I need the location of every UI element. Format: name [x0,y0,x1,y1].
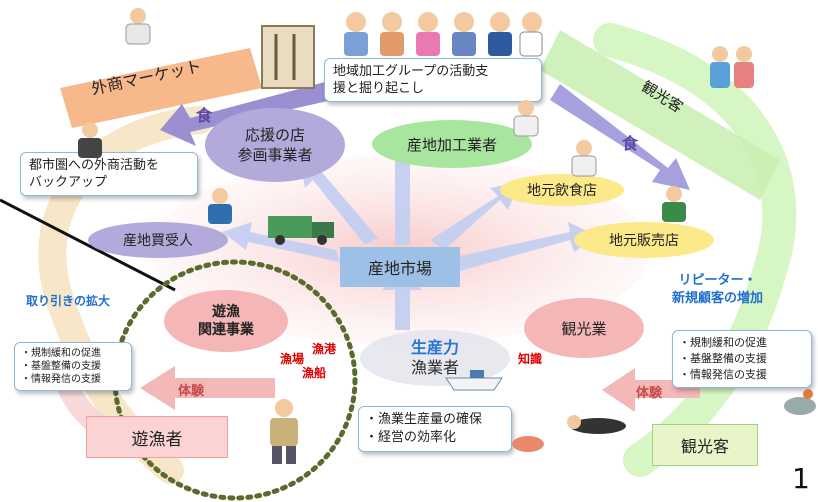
bullet-item: ・経営の効率化 [365,430,457,445]
right-support-list: ・規制緩和の促進 ・基盤整備の支援 ・情報発信の支援 [672,330,812,388]
node-line-1: 遊漁 [212,304,240,320]
food-label-left: 食 [196,106,213,125]
metropolitan-backup-callout: 都市圏への外商活動を バックアップ [20,152,198,196]
bullet-item: ・規制緩和の促進 [21,348,101,359]
repeater-line-2: 新規顧客の増加 [672,291,764,306]
local-retailer-node: 地元販売店 [574,222,714,258]
tourism-industry-node: 観光業 [524,298,644,358]
buyer-illustration [208,188,232,224]
tourist-couple-illustration [710,46,754,88]
fisher-node: 生産力 漁業者 [360,330,510,386]
seafood-illustration [512,436,544,452]
bullet-item: ・漁業生産量の確保 [365,412,483,427]
dolphin-illustration [784,389,816,415]
fisher-label: 漁業者 [410,358,459,377]
fishing-port-label: 漁港 [312,342,337,356]
angler-illustration [270,399,298,464]
arrow-experience-left [140,366,275,410]
diver-illustration [567,415,626,434]
support-shop-node: 応援の店 参画事業者 [205,108,345,182]
boat-illustration [445,370,503,391]
left-support-list: ・規制緩和の促進 ・基盤整備の支援 ・情報発信の支援 [14,342,132,391]
arrow-to-tourists [550,84,690,190]
truck-illustration [268,216,334,245]
node-line-2: 関連事業 [198,322,254,338]
fishing-boat-label: 漁船 [302,366,327,380]
merchant-illustration [78,122,102,158]
callout-line-1: 地域加工グループの活動支 [333,64,489,79]
repeater-label: リピーター・ 新規顧客の増加 [672,272,763,308]
shopkeeper-illustration [662,186,686,222]
regional-processing-callout: 地域加工グループの活動支 援と掘り起こし [324,58,542,102]
food-label-right: 食 [622,134,639,153]
cook-illustration [571,140,597,177]
node-line-1: 応援の店 [244,126,305,144]
bullet-item: ・規制緩和の促進 [679,336,767,349]
arrow-experience-right [602,368,700,412]
callout-line-2: バックアップ [29,175,108,190]
bullet-item: ・情報発信の支援 [21,374,101,385]
tourist-bottom-node: 観光客 [652,424,758,466]
cycle-ring-left [38,106,214,484]
tourist-band [540,30,780,200]
production-goals-list: ・漁業生産量の確保 ・経営の効率化 [358,406,512,452]
callout-line-2: 援と掘り起こし [333,81,425,96]
pointer-line [0,198,176,292]
people-group-illustration [344,12,543,57]
signboard-illustration [261,25,315,89]
page-number: 1 [792,462,810,495]
node-line-2: 参画事業者 [237,146,313,164]
cycle-ring-right [593,23,797,477]
experience-label-left: 体験 [178,384,205,399]
local-buyer-node: 産地買受人 [88,222,228,258]
bullet-item: ・基盤整備の支援 [21,361,101,372]
local-market-node: 産地市場 [340,247,460,287]
experience-label-right: 体験 [636,386,663,401]
processor-illustration [513,100,539,137]
callout-line-1: 都市圏への外商活動を [29,158,160,173]
chef-illustration [125,8,151,45]
recreational-fisher-node: 遊漁者 [86,416,228,458]
market-band [60,48,262,128]
fishing-ground-label: 漁場 [280,352,305,366]
trade-expansion-label: 取り引きの拡大 [26,294,111,308]
local-restaurant-node: 地元飲食店 [500,174,624,206]
bullet-item: ・基盤整備の支援 [679,352,767,365]
recreational-fishing-business-node: 遊漁 関連事業 [164,290,288,352]
knowledge-label: 知識 [518,352,543,366]
repeater-line-1: リピーター・ [678,273,757,288]
bullet-item: ・情報発信の支援 [679,368,767,381]
local-processor-node: 産地加工業者 [372,120,532,168]
production-power-label: 生産力 [410,338,459,357]
